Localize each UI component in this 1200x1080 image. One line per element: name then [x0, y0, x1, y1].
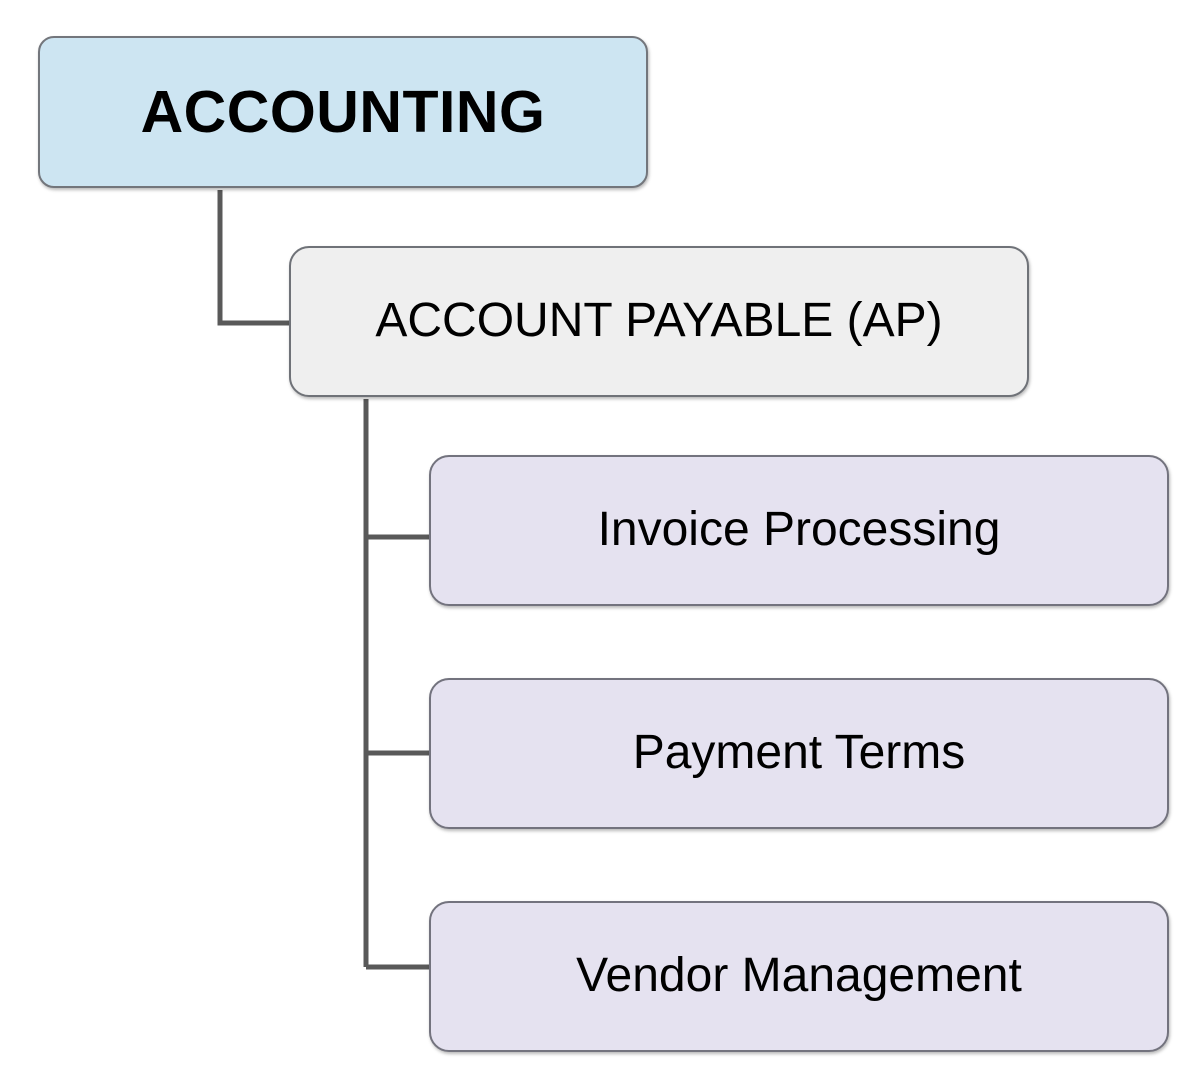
node-vendor-management[interactable]: Vendor Management — [429, 901, 1169, 1052]
node-vendor-management-label: Vendor Management — [576, 949, 1022, 1003]
node-payment-terms[interactable]: Payment Terms — [429, 678, 1169, 829]
connector-root-to-category — [217, 190, 292, 326]
node-account-payable[interactable]: ACCOUNT PAYABLE (AP) — [289, 246, 1029, 397]
node-invoice-processing-label: Invoice Processing — [597, 503, 1001, 557]
node-accounting-label: ACCOUNTING — [140, 78, 546, 145]
node-account-payable-label: ACCOUNT PAYABLE (AP) — [375, 294, 943, 348]
node-payment-terms-label: Payment Terms — [632, 726, 966, 780]
node-accounting[interactable]: ACCOUNTING — [38, 36, 648, 188]
node-invoice-processing[interactable]: Invoice Processing — [429, 455, 1169, 606]
